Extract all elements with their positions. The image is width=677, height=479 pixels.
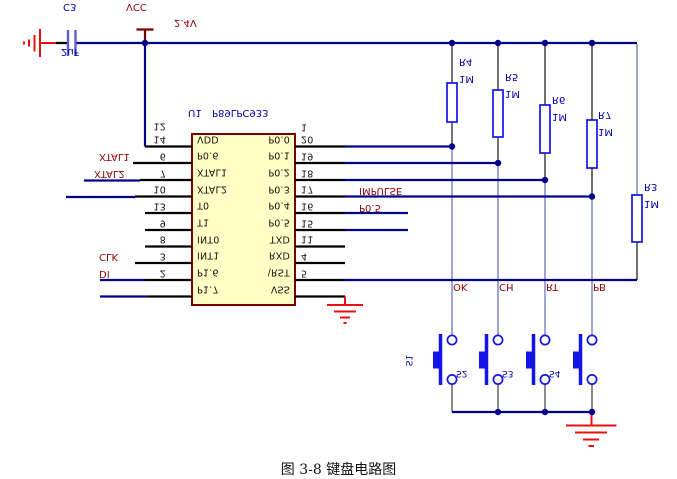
resistor-r6-body (539, 104, 551, 154)
pin-number-left-5: 9 (159, 217, 166, 228)
key-name-1: CH (499, 281, 514, 292)
pin-number-left-8: 2 (159, 267, 166, 278)
chip-pin-name-right-0: P0.0 (268, 133, 290, 144)
resistor-r4-body (446, 82, 458, 123)
pin-number-left-top: 12 (153, 120, 167, 132)
chip-part-label: P89LPC933 (212, 107, 269, 118)
key-name-3: PB (593, 281, 606, 292)
pin-number-right-8: 5 (301, 267, 308, 278)
pin-number-left-3: 10 (153, 183, 167, 195)
resistor-ref-2: R6 (552, 94, 566, 105)
battery-ground-icon (23, 29, 56, 57)
net-wires (66, 41, 637, 414)
pin-number-right-3: 17 (301, 183, 314, 195)
chip-pin-name-right-9: VSS (270, 283, 290, 294)
button-actuator-bumps (433, 351, 581, 369)
resistor-column-wires (451, 43, 638, 280)
key-column-wires (451, 44, 638, 336)
pin-number-left-4: 13 (153, 200, 167, 211)
chip-pin-name-right-6: TXD (269, 233, 290, 244)
ground-icon-mid (327, 296, 363, 324)
resistor-value-1: 1M (505, 88, 520, 99)
chip-pin-name-right-8: \RST (267, 266, 290, 278)
mcu-chip-body (191, 133, 296, 306)
pin-number-right-2: 18 (301, 167, 314, 178)
chip-pin-name-right-3: P0.3 (268, 183, 290, 194)
resistor-ref-3: R7 (598, 109, 612, 120)
resistor-value-0: 1M (459, 73, 474, 84)
chip-pin-name-right-5: P0.5 (268, 216, 290, 228)
net-label-di: DI (99, 268, 110, 279)
resistor-ref-1: R5 (505, 71, 519, 82)
chip-pin-name-right-2: P0.2 (268, 166, 290, 178)
pin-number-right-7: 4 (301, 250, 308, 261)
pin-number-right-1: 19 (301, 150, 314, 161)
vcc-label: VCC (126, 1, 147, 12)
resistor-r5-body (492, 89, 504, 138)
net-label-impulse: IMPULSE (359, 185, 403, 196)
pin-number-right-4: 16 (301, 200, 314, 211)
capacitor-value-label: 2uF (61, 46, 80, 57)
switch-ref-1: S2 (456, 368, 468, 378)
resistor-r3-body (631, 194, 643, 243)
pin-number-right-6: 11 (301, 233, 314, 245)
key-name-0: OK (453, 281, 468, 292)
pin-number-right-top: 1 (301, 121, 308, 133)
chip-pin-name-left-5: T1 (197, 216, 210, 228)
chip-pin-name-right-7: RXD (268, 249, 290, 261)
chip-pin-name-right-1: P0.1 (268, 149, 290, 161)
pin-number-left-7: 3 (159, 250, 166, 261)
pin-stub-wires (56, 41, 345, 298)
net-label-xtal2: XTAL2 (94, 168, 125, 179)
resistor-r7-body (586, 119, 598, 169)
net-label-xtal1: XTAL1 (99, 151, 130, 162)
net-label-p0-5: P0.5 (359, 202, 381, 213)
button-contacts (446, 334, 598, 385)
capacitor-ref-label: C3 (63, 1, 77, 12)
switch-ref-0: S1 (403, 354, 414, 367)
pin-number-right-0: 20 (301, 133, 314, 145)
switch-ref-2: S3 (502, 368, 514, 378)
ground-icon-bottom (566, 412, 617, 447)
pin-number-left-0: 14 (153, 133, 167, 145)
figure-caption: 图 3-8 键盘电路图 (280, 462, 397, 478)
resistor-ref-4: R3 (644, 181, 658, 192)
capacitor-icon (66, 30, 77, 56)
pin-number-left-2: 7 (159, 167, 166, 178)
voltage-label: 2.4V (174, 17, 197, 28)
junction-dots (141, 39, 596, 416)
resistor-value-4: 1M (644, 198, 659, 209)
resistor-value-3: 1M (598, 126, 613, 137)
resistor-ref-0: R4 (459, 56, 473, 67)
resistor-value-2: 1M (552, 111, 567, 122)
key-name-2: RT (546, 281, 559, 292)
chip-pin-name-left-4: T0 (197, 199, 210, 211)
chip-pin-name-right-4: P0.4 (268, 199, 290, 211)
net-label-clk: CLK (99, 251, 119, 262)
chip-ref-label: U1 (188, 107, 202, 118)
pin-number-left-6: 8 (159, 233, 166, 245)
resistor-bodies (446, 82, 643, 243)
switch-ref-3: S4 (549, 368, 561, 378)
pin-number-left-1: 6 (159, 150, 166, 161)
push-buttons (433, 334, 598, 385)
button-bottom-stubs (451, 384, 593, 412)
pin-number-right-5: 15 (301, 217, 314, 228)
